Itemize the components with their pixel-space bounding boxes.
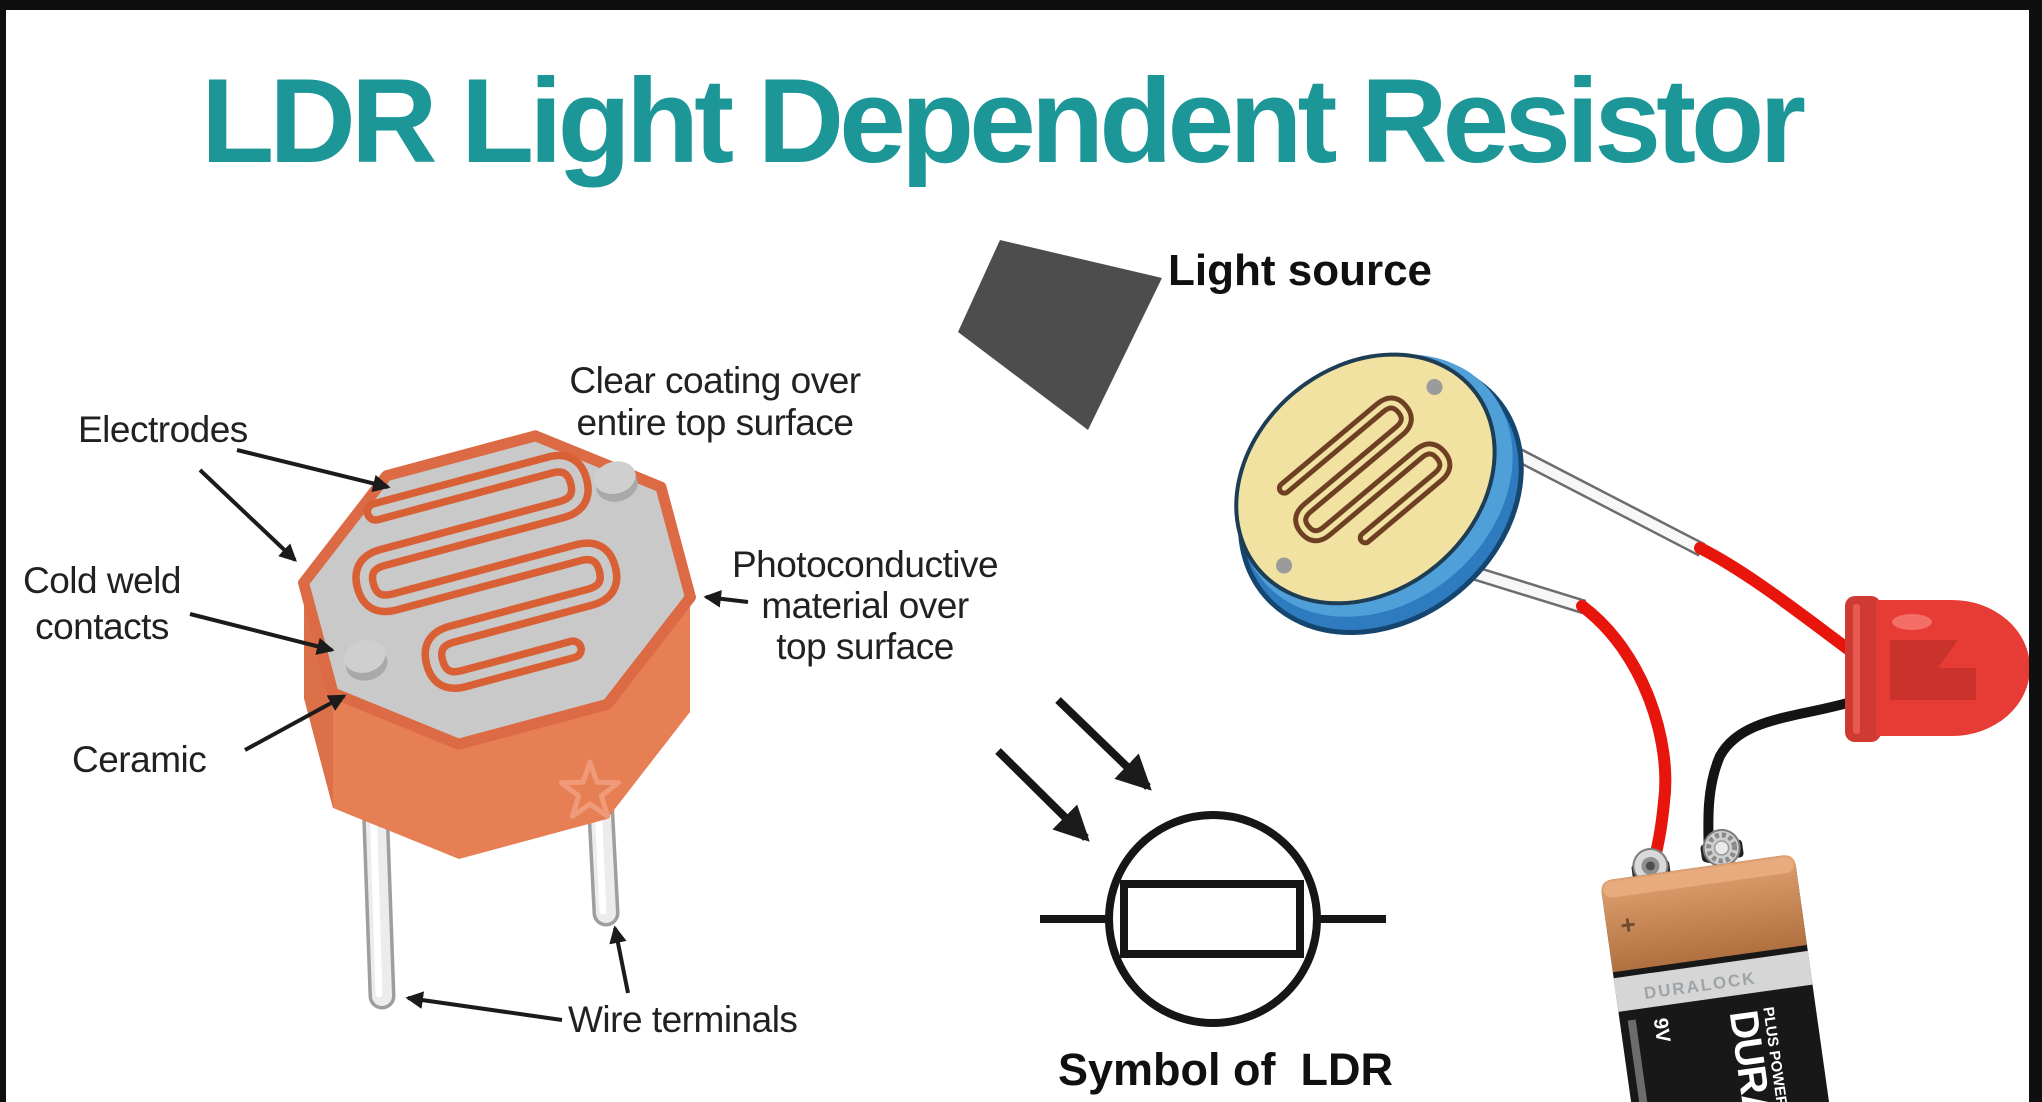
ldr-symbol <box>995 697 1386 1027</box>
ldr-ceramic-body <box>304 583 690 859</box>
clear-coating-line-2: entire top surface <box>576 402 854 443</box>
star-logo-icon <box>559 759 621 819</box>
cold-weld-contacts-label: Cold weld contacts <box>22 558 182 650</box>
label-leader-arrows <box>189 448 749 1022</box>
photoconductive-line-3: top surface <box>776 626 954 667</box>
clear-coating-line-1: Clear coating over <box>569 360 861 401</box>
battery-illustration: + DURALOCK DURACELL PLUS POWER 9V <box>1601 828 1836 1102</box>
light-source-label: Light source <box>1168 246 1433 295</box>
right-letterbox-bar <box>2029 0 2042 1102</box>
battery-voltage-text: 9V <box>1649 1017 1674 1045</box>
battery-plus-mark: + <box>1618 909 1637 941</box>
cold-weld-line-1: Cold weld <box>23 560 181 601</box>
ldr-construction-illustration <box>189 430 749 1022</box>
red-wire-to-battery <box>1576 600 1672 882</box>
cold-weld-contact-pin-right <box>594 461 638 502</box>
clear-coating-label: Clear coating over entire top surface <box>545 360 885 444</box>
led-illustration <box>1845 596 2030 742</box>
circuit-illustration: + DURALOCK DURACELL PLUS POWER 9V <box>1234 352 2030 1102</box>
light-beam-shape <box>958 240 1162 430</box>
electrodes-label: Electrodes <box>78 409 248 450</box>
photoconductive-label: Photoconductive material over top surfac… <box>710 544 1020 667</box>
ldr-top-face <box>298 430 696 750</box>
left-letterbox-bar <box>0 0 6 1102</box>
slide-title: LDR Light Dependent Resistor <box>200 54 1806 188</box>
photoconductive-line-2: material over <box>761 585 969 626</box>
red-wire-to-led <box>1694 542 1858 658</box>
wire-terminals-label: Wire terminals <box>568 999 798 1040</box>
blue-ldr-component <box>1234 352 1524 636</box>
cold-weld-line-2: contacts <box>35 606 169 647</box>
ceramic-label: Ceramic <box>72 739 207 780</box>
cold-weld-contact-pin-left <box>344 640 388 681</box>
top-letterbox-bar <box>0 0 2042 10</box>
black-wire-led-to-battery <box>1703 695 1863 863</box>
photoconductive-line-1: Photoconductive <box>731 544 999 585</box>
symbol-of-ldr-caption: Symbol of LDR <box>1058 1044 1393 1095</box>
incident-light-arrows-icon <box>995 697 1152 842</box>
